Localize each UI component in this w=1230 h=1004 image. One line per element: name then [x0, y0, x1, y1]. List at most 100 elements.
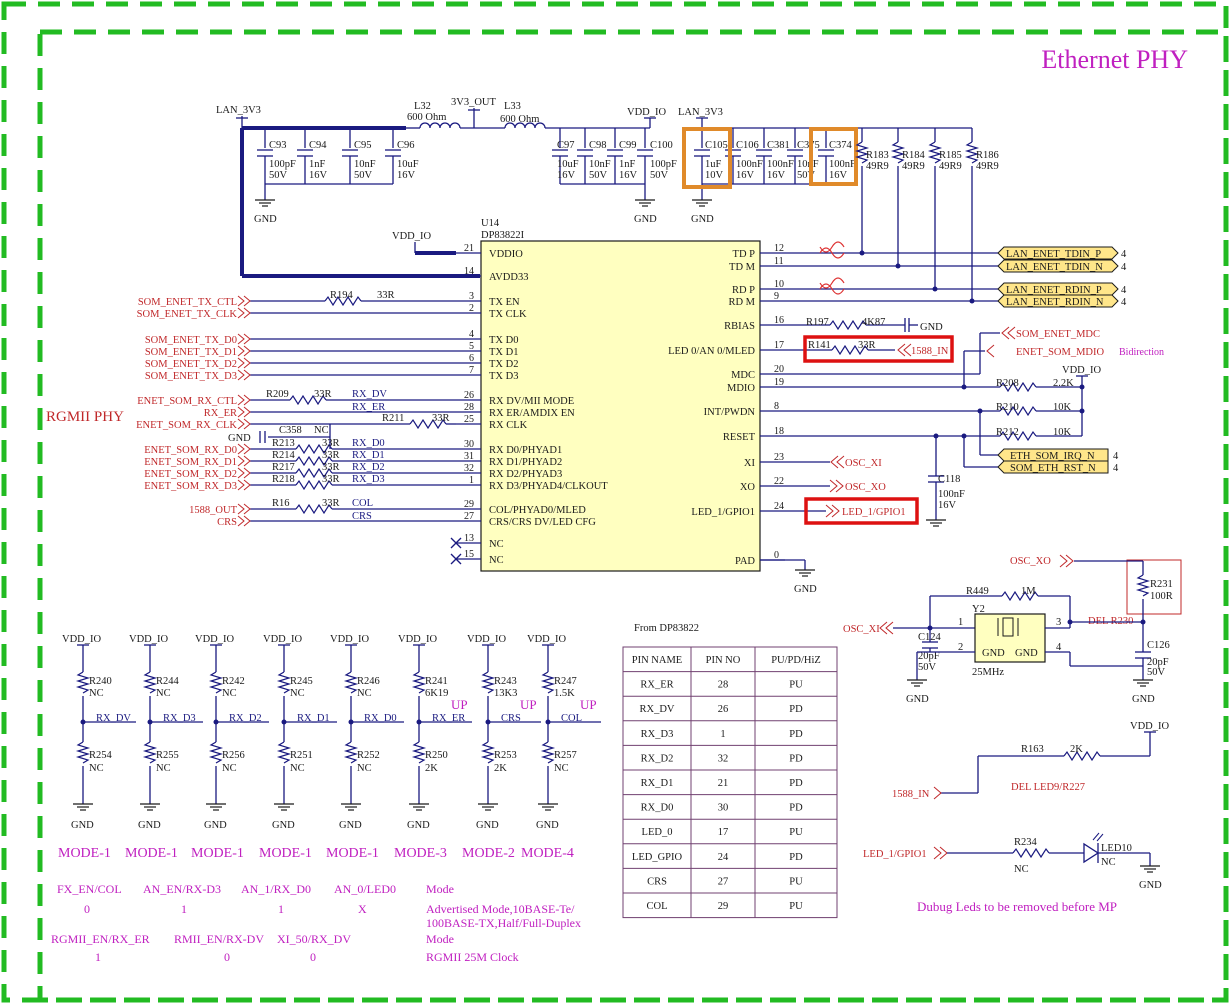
- net-rst: SOM_ETH_RST_N: [1010, 463, 1096, 474]
- led10-ref: LED10: [1101, 843, 1132, 854]
- ic-pin-num-29: 29: [464, 499, 474, 510]
- ic-pin-num-9: 9: [774, 291, 779, 302]
- c124-v1: 20pF: [918, 651, 940, 662]
- ground-label-2: GND: [691, 214, 714, 225]
- signal-arrow-som-enet-tx-d1: [237, 345, 251, 357]
- strap-columns: [75, 644, 601, 804]
- port-sheet-lan-enet-tdin-n: 4: [1121, 262, 1127, 273]
- ic-pin-name-25: RX CLK: [489, 420, 528, 431]
- r218-ref: R218: [272, 474, 295, 485]
- strap-net-rx-d2: RX_D2: [229, 713, 262, 724]
- strap-top-val-r244: NC: [156, 688, 171, 699]
- pin-table-cell-0-1: 28: [718, 680, 729, 691]
- r213-ref: R213: [272, 438, 295, 449]
- y2-pin3: 3: [1056, 617, 1061, 628]
- strap-gnd-5: GND: [407, 820, 430, 831]
- ic-pin-name-21: VDDIO: [489, 249, 523, 260]
- net-rx-d0: RX_D0: [352, 438, 385, 449]
- ic-pin-name-16: RBIAS: [724, 321, 755, 332]
- ground-label-5: GND: [906, 694, 929, 705]
- strap-bot-ref-r254: R254: [89, 750, 113, 761]
- r209-val: 33R: [314, 389, 332, 400]
- net-osc-xo-crystal: OSC_XO: [1010, 556, 1051, 567]
- strap-vddio-3: VDD_IO: [263, 634, 302, 645]
- cfg1-h2: AN_1/RX_D0: [241, 882, 311, 896]
- cfg2-h3: Mode: [426, 932, 454, 946]
- r214-ref: R214: [272, 450, 296, 461]
- cfg1-v3: X: [358, 902, 367, 916]
- strap-from-label: From DP83822: [634, 623, 699, 634]
- c118-ref: C118: [938, 474, 960, 485]
- pin-table-cell-0-2: PU: [789, 680, 803, 691]
- strap-top-ref-r245: R245: [290, 676, 313, 687]
- strap-mode-0: MODE-1: [58, 846, 111, 861]
- pin-table-cell-7-1: 24: [718, 852, 729, 863]
- strap-top-ref-r240: R240: [89, 676, 112, 687]
- r16-ref: R16: [272, 498, 290, 509]
- signal-enet-som-rx-d1: ENET_SOM_RX_D1: [144, 457, 237, 468]
- ic-pin-name-27: CRS/CRS DV/LED CFG: [489, 517, 596, 528]
- strap-top-ref-r241: R241: [425, 676, 448, 687]
- c124-ref: C124: [918, 632, 942, 643]
- signal-arrow-som-enet-tx-d2: [237, 357, 251, 369]
- strap-top-val-r240: NC: [89, 688, 104, 699]
- port-lan-enet-tdin-n: [997, 259, 1119, 273]
- r208-val: 2.2K: [1053, 378, 1074, 389]
- power-filter-section: LAN_3V3 3V3_OUT L32 600 Ohm L33 600 Ohm …: [216, 97, 999, 301]
- port-sheet-lan-enet-tdin-p: 4: [1121, 249, 1127, 260]
- r163-ref: R163: [1021, 744, 1044, 755]
- signal-enet-som-rx-d0: ENET_SOM_RX_D0: [144, 445, 237, 456]
- power-label-lan: LAN_3V3: [216, 105, 261, 116]
- strap-net-rx-d3: RX_D3: [163, 713, 196, 724]
- r197-val: 4K87: [862, 317, 885, 328]
- debug-leds-section: VDD_IO R163 2K 1588_IN DEL LED9/R227 LED…: [863, 721, 1169, 914]
- crystal-y2: [974, 613, 1046, 663]
- strap-bot-val-r257: NC: [554, 763, 569, 774]
- pin-table-cell-3-0: RX_D2: [641, 753, 674, 764]
- c374-v1: 100nF: [829, 159, 856, 170]
- port-text-lan-enet-rdin-n: LAN_ENET_RDIN_N: [1006, 297, 1104, 308]
- r211-ref: R211: [382, 413, 404, 424]
- strap-bot-val-r254: NC: [89, 763, 104, 774]
- c358-val: NC: [314, 425, 329, 436]
- r214-val: 33R: [322, 450, 340, 461]
- ic-pin-num-32: 32: [464, 463, 474, 474]
- strap-vddio-5: VDD_IO: [398, 634, 437, 645]
- c381-v1: 100nF: [767, 159, 794, 170]
- net-osc-xi-ic: OSC_XI: [845, 458, 882, 469]
- ic-pin-num-22: 22: [774, 476, 784, 487]
- left-signal-bus: R194 33R R209 33R RX_DV RX_ER R211 33R C…: [136, 290, 462, 565]
- pin-table-cell-8-2: PU: [789, 876, 803, 887]
- r234-ref: R234: [1014, 837, 1038, 848]
- r217-val: 33R: [322, 462, 340, 473]
- pin-table-cell-2-1: 1: [720, 729, 725, 740]
- ic-pin-num-19: 19: [774, 377, 784, 388]
- y2-pin1: 1: [958, 617, 963, 628]
- pin-table-cell-5-0: RX_D0: [641, 803, 674, 814]
- ic-pin-num-11: 11: [774, 256, 784, 267]
- led10-diode-icon: [1083, 842, 1100, 864]
- net-osc-xi-crystal: OSC_XI: [843, 624, 880, 635]
- y2-gnd-right: GND: [1015, 648, 1038, 659]
- r210-val: 10K: [1053, 402, 1072, 413]
- cfg2-mode: RGMII 25M Clock: [426, 950, 519, 964]
- net-1588-in: 1588_IN: [911, 346, 949, 357]
- port-sheet-lan-enet-rdin-n: 4: [1121, 297, 1127, 308]
- port-text-lan-enet-tdin-p: LAN_ENET_TDIN_P: [1006, 249, 1101, 260]
- rst-sheet: 4: [1113, 463, 1119, 474]
- ic-pin-name-26: RX DV/MII MODE: [489, 396, 574, 407]
- ic-pin-num-3: 3: [469, 291, 474, 302]
- ground-label-6: GND: [1132, 694, 1155, 705]
- ic-pin-name-31: RX D1/PHYAD2: [489, 457, 562, 468]
- c375-v2: 50V: [797, 170, 816, 181]
- pin-table-cell-0-0: RX_ER: [640, 680, 673, 691]
- signal-som-enet-tx-d1: SOM_ENET_TX_D1: [145, 347, 237, 358]
- c95-v2: 50V: [354, 170, 373, 181]
- vddio-label-mdio: VDD_IO: [1062, 365, 1101, 376]
- net-led1-ic: LED_1/GPIO1: [842, 507, 906, 518]
- net-osc-xo-ic: OSC_XO: [845, 482, 886, 493]
- c374-v2: 16V: [829, 170, 848, 181]
- c97-v2: 16V: [557, 170, 576, 181]
- strap-gnd-4: GND: [339, 820, 362, 831]
